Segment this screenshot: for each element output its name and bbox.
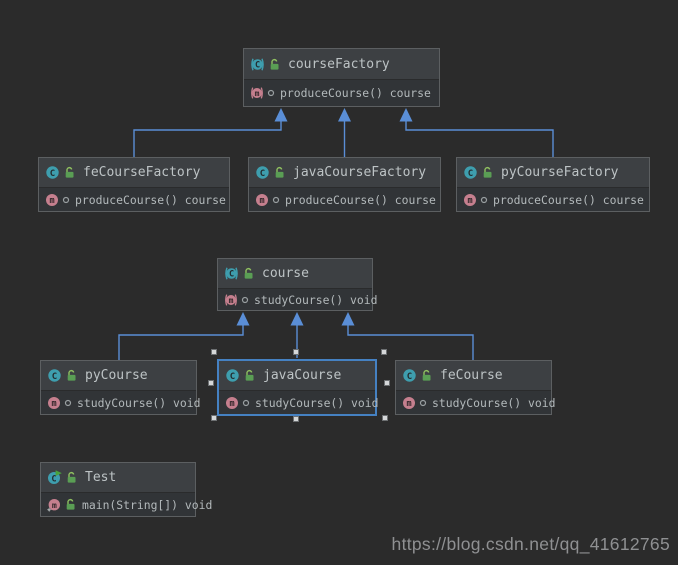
uml-node-feCourse[interactable]: feCourse studyCourse() void: [395, 360, 555, 415]
method-row: studyCourse() void: [41, 391, 200, 414]
visibility-icon: [267, 89, 275, 97]
node-header: Test: [41, 463, 195, 493]
class-icon: [225, 368, 240, 383]
method-icon: [255, 193, 269, 207]
public-lock-icon: [420, 369, 433, 382]
class-title: pyCourse: [85, 368, 148, 383]
method-signature: studyCourse() void: [432, 395, 556, 410]
node-header: course: [218, 259, 372, 289]
public-lock-icon: [268, 58, 281, 71]
method-signature: produceCourse() course: [493, 192, 644, 207]
visibility-icon: [62, 196, 70, 204]
selection-handle-bottom-left[interactable]: [211, 415, 217, 421]
selection-handle-bottom-right[interactable]: [382, 415, 388, 421]
watermark-url: https://blog.csdn.net/qq_41612765: [391, 534, 670, 554]
interface-icon: [224, 266, 239, 281]
method-signature: produceCourse() course: [75, 192, 226, 207]
public-lock-icon: [65, 471, 78, 484]
method-signature: produceCourse() course: [285, 192, 436, 207]
node-header: javaCourseFactory: [249, 158, 440, 188]
class-title: pyCourseFactory: [501, 165, 619, 180]
uml-node-Test[interactable]: Test main(String[]) void: [40, 462, 212, 517]
method-row: main(String[]) void: [41, 493, 212, 516]
method-icon: [224, 293, 238, 307]
selection-handle-bottom-mid[interactable]: [293, 416, 299, 422]
method-row: produceCourse() course: [39, 188, 229, 211]
interface-icon: [250, 57, 265, 72]
method-icon: [47, 396, 61, 410]
method-row: studyCourse() void: [219, 391, 379, 414]
visibility-icon: [242, 399, 250, 407]
public-lock-icon: [65, 369, 78, 382]
visibility-icon: [480, 196, 488, 204]
method-icon: [463, 193, 477, 207]
method-signature: studyCourse() void: [254, 292, 378, 307]
class-icon: [463, 165, 478, 180]
node-header: feCourseFactory: [39, 158, 229, 188]
uml-node-javaCourseFactory[interactable]: javaCourseFactory produceCourse() course: [248, 157, 441, 212]
method-icon: [225, 396, 239, 410]
node-header: courseFactory: [244, 49, 439, 80]
runnable-class-icon: [47, 470, 62, 485]
public-lock-icon: [242, 267, 255, 280]
method-row: produceCourse() course: [244, 80, 439, 106]
public-lock-icon: [273, 166, 286, 179]
class-title: Test: [85, 470, 117, 485]
method-signature: produceCourse() course: [280, 86, 431, 100]
class-icon: [45, 165, 60, 180]
class-title: feCourseFactory: [83, 165, 201, 180]
visibility-icon: [419, 399, 427, 407]
method-row: produceCourse() course: [457, 188, 649, 211]
selection-handle-mid-right[interactable]: [384, 380, 390, 386]
selection-handle-top-left[interactable]: [211, 349, 217, 355]
class-icon: [255, 165, 270, 180]
uml-node-feCourseFactory[interactable]: feCourseFactory produceCourse() course: [38, 157, 230, 212]
class-title: javaCourse: [263, 368, 342, 383]
node-header: feCourse: [396, 361, 551, 391]
uml-node-courseFactory[interactable]: courseFactory produceCourse() course: [243, 48, 440, 107]
class-title: courseFactory: [288, 56, 390, 72]
node-header: javaCourse: [219, 361, 375, 391]
selection-handle-top-right[interactable]: [381, 349, 387, 355]
method-row: studyCourse() void: [218, 289, 377, 310]
visibility-icon: [64, 399, 72, 407]
method-signature: studyCourse() void: [77, 395, 201, 410]
uml-node-pyCourse[interactable]: pyCourse studyCourse() void: [40, 360, 200, 415]
method-signature: studyCourse() void: [255, 395, 379, 410]
selection-handle-mid-left[interactable]: [208, 380, 214, 386]
class-icon: [47, 368, 62, 383]
method-signature: main(String[]) void: [82, 497, 213, 512]
uml-node-course[interactable]: course studyCourse() void: [217, 258, 377, 311]
class-title: feCourse: [440, 368, 503, 383]
node-header: pyCourse: [41, 361, 196, 391]
method-row: studyCourse() void: [396, 391, 555, 414]
class-icon: [402, 368, 417, 383]
method-icon: [45, 193, 59, 207]
uml-node-javaCourse[interactable]: javaCourse studyCourse() void: [217, 359, 379, 416]
public-lock-icon: [243, 369, 256, 382]
visibility-icon: [272, 196, 280, 204]
public-lock-icon: [63, 166, 76, 179]
visibility-icon: [241, 296, 249, 304]
method-icon: [402, 396, 416, 410]
method-icon: [250, 86, 264, 100]
method-row: produceCourse() course: [249, 188, 440, 211]
selection-handle-top-mid[interactable]: [293, 349, 299, 355]
main-method-icon: [47, 498, 61, 512]
public-lock-icon: [64, 498, 77, 511]
class-title: course: [262, 266, 309, 281]
public-lock-icon: [481, 166, 494, 179]
uml-node-pyCourseFactory[interactable]: pyCourseFactory produceCourse() course: [456, 157, 650, 212]
node-header: pyCourseFactory: [457, 158, 649, 188]
class-title: javaCourseFactory: [293, 165, 427, 180]
